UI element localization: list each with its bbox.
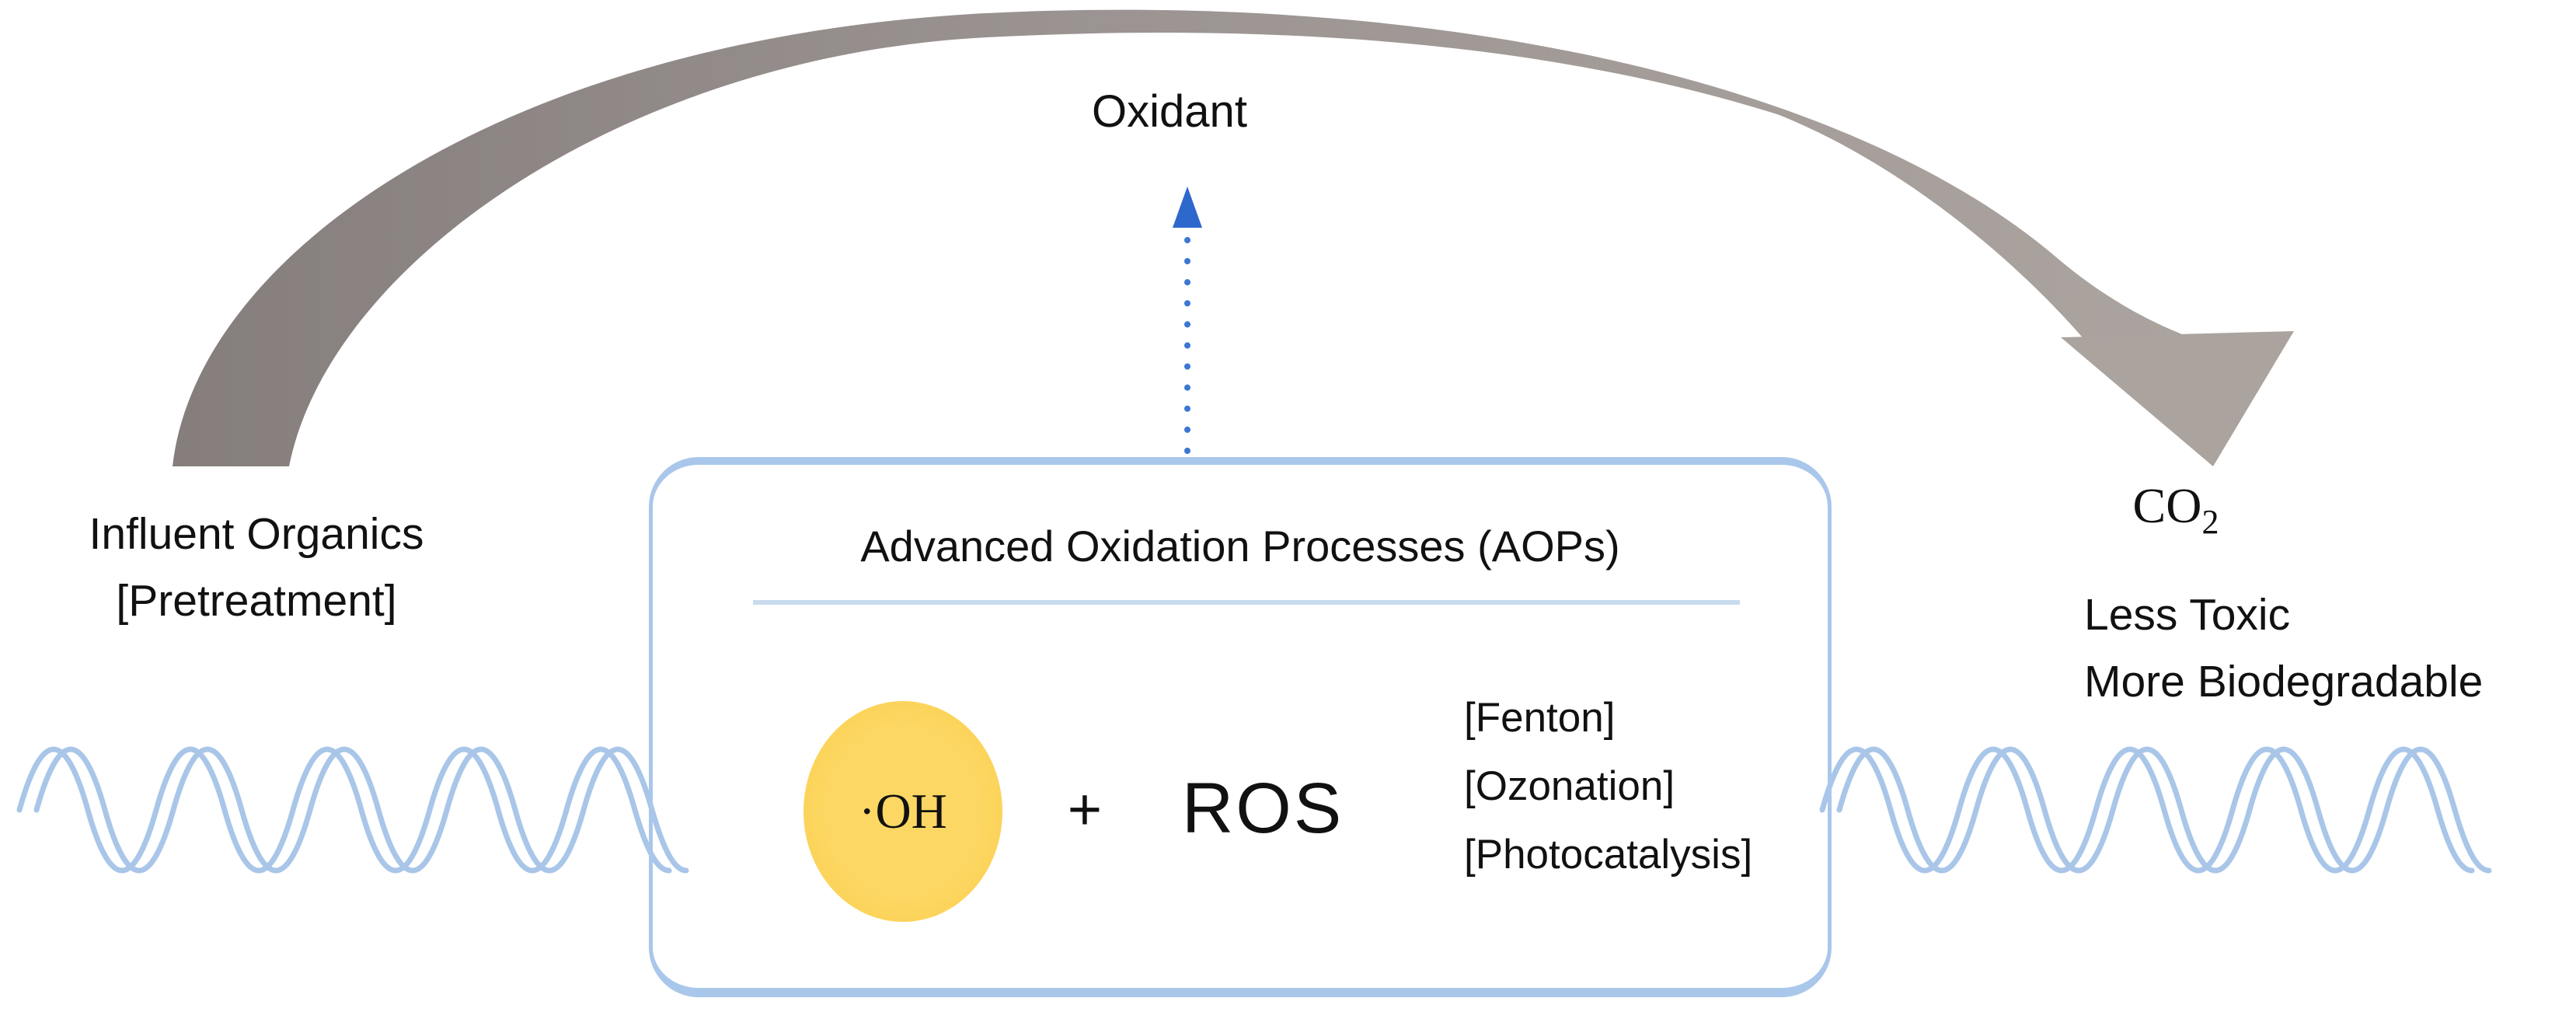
wave-right (1819, 746, 2475, 874)
oxidant-arrowhead (1173, 187, 1202, 228)
effluent-line1: Less Toxic (2084, 590, 2291, 640)
effluent-line2: More Biodegradable (2084, 657, 2484, 707)
aop-box (649, 457, 1832, 997)
influent-line1: Influent Organics (89, 509, 424, 559)
oxidant-label: Oxidant (1092, 86, 1247, 137)
influent-label: Influent Organics [Pretreatment] (23, 501, 490, 634)
co2-subscript: 2 (2201, 502, 2219, 541)
effluent-description: Less Toxic More Biodegradable (2084, 581, 2576, 715)
hydroxyl-radical-circle: ·OH (803, 701, 1002, 922)
process-item-fenton: [Fenton] (1464, 695, 1616, 741)
wave-left (16, 746, 672, 874)
aop-process-list: [Fenton] [Ozonation] [Photocatalysis] (1464, 684, 1868, 889)
co2-base: CO (2132, 478, 2202, 533)
aop-box-title: Advanced Oxidation Processes (AOPs) (860, 522, 1620, 571)
flow-arc (173, 9, 2247, 467)
co2-label: CO2 (2051, 477, 2300, 539)
plus-sign: + (1067, 776, 1103, 843)
influent-line2: [Pretreatment] (116, 576, 397, 626)
process-item-photocatalysis: [Photocatalysis] (1464, 832, 1753, 878)
ros-label: ROS (1181, 769, 1344, 848)
hydroxyl-radical-label: ·OH (859, 783, 947, 839)
process-item-ozonation: [Ozonation] (1464, 763, 1675, 809)
flow-arrowhead (2061, 331, 2294, 466)
aop-title-divider (753, 600, 1740, 605)
